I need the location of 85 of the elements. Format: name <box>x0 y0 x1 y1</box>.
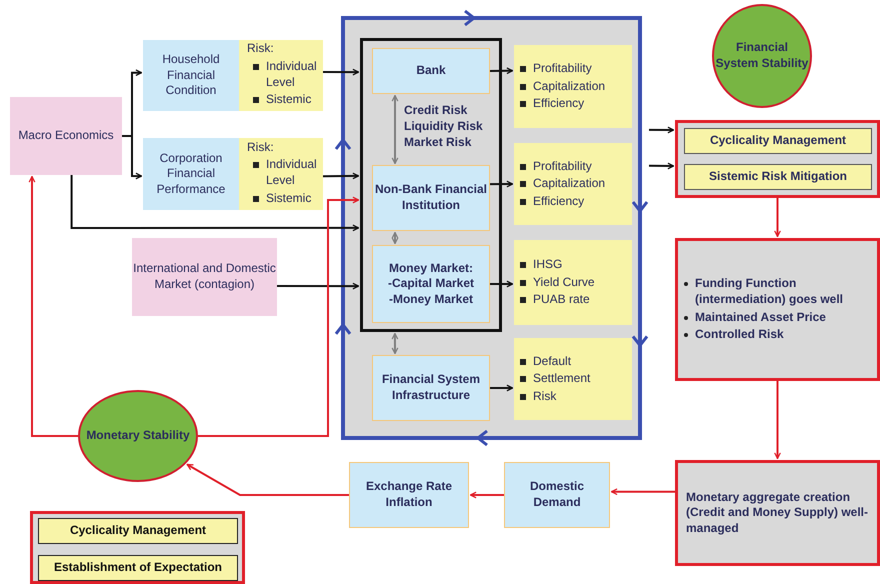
list-item: PUAB rate <box>533 292 590 308</box>
list-item: Individual Level <box>266 157 317 189</box>
process-box <box>372 165 490 231</box>
box-label: Non-Bank Financial Institution <box>374 182 488 214</box>
list-item: Funding Function (intermediation) goes well <box>695 276 844 308</box>
group-frame <box>30 511 245 584</box>
arrow <box>28 176 78 437</box>
note-box <box>239 40 323 111</box>
list-item: Capitalization <box>533 78 606 94</box>
process-box <box>372 48 490 94</box>
list-item: Yield Curve <box>533 274 595 290</box>
process-box <box>372 355 490 421</box>
process-box <box>143 40 239 111</box>
note-box <box>675 238 880 381</box>
list-item: Default <box>533 354 572 370</box>
box-label: Monetary aggregate creation (Credit and Money Supply) well-managed <box>686 490 869 536</box>
process-box <box>684 128 872 154</box>
list-item: Sistemic <box>266 92 312 108</box>
note-box <box>514 45 632 128</box>
process-box <box>349 462 469 528</box>
box-label: Corporation Financial Performance <box>156 150 226 198</box>
box-label: Exchange Rate Inflation <box>364 479 454 511</box>
arrow <box>392 94 398 164</box>
arrow <box>610 488 675 496</box>
arrow <box>323 68 360 76</box>
box-label: International and Domestic Market (contagion) <box>132 261 277 293</box>
list-item: Controlled Risk <box>695 327 784 343</box>
process-box <box>143 138 239 210</box>
arrow <box>649 162 674 170</box>
process-box <box>10 97 122 175</box>
arrow <box>649 126 674 134</box>
list-item: Maintained Asset Price <box>695 310 826 326</box>
arrow <box>186 464 349 496</box>
list-item: Individual Level <box>266 58 317 90</box>
note-box <box>514 143 632 225</box>
process-box <box>38 555 238 581</box>
arrow <box>774 198 781 238</box>
arrow <box>490 280 514 288</box>
box-label: Macro Economics <box>18 128 114 144</box>
arrow <box>490 384 514 392</box>
arrow <box>198 196 360 437</box>
group-frame <box>675 120 880 198</box>
note-box <box>514 338 632 420</box>
group-frame <box>360 38 502 332</box>
box-label: Establishment of Expectation <box>54 560 222 576</box>
arrow <box>774 381 781 460</box>
box-label: Risk: <box>247 41 274 57</box>
list-item: Capitalization <box>533 176 606 192</box>
list-item: Risk <box>533 388 556 404</box>
arrow <box>392 232 398 244</box>
box-label: Domestic Demand <box>528 479 586 511</box>
list-item: Efficiency <box>533 96 584 112</box>
process-box <box>372 245 490 323</box>
note-box <box>239 138 323 210</box>
list-item: Sistemic <box>266 190 312 206</box>
process-box <box>132 238 277 316</box>
arrow <box>392 332 398 354</box>
box-label: Cyclicality Management <box>70 523 206 539</box>
list-item: IHSG <box>533 257 562 273</box>
process-box <box>675 460 880 566</box>
arrow <box>323 172 360 180</box>
arrow <box>490 180 514 188</box>
list-item: Efficiency <box>533 194 584 210</box>
box-label: Cyclicality Management <box>710 133 846 149</box>
arrow <box>70 175 360 232</box>
box-label: Risk: <box>247 140 274 156</box>
process-box <box>504 462 610 528</box>
arrow <box>277 282 360 290</box>
box-label: Financial System Infrastructure <box>380 372 482 404</box>
note-box <box>514 240 632 325</box>
arrow <box>470 492 504 498</box>
box-label: Household Financial Condition <box>161 52 221 99</box>
process-box <box>684 164 872 190</box>
box-label: Bank <box>416 63 446 79</box>
arrow <box>490 67 514 74</box>
box-label: Financial System Stability <box>714 40 810 72</box>
box-label: Sistemic Risk Mitigation <box>708 169 848 185</box>
list-item: Profitability <box>533 158 592 174</box>
process-box <box>38 518 238 544</box>
list-item: Profitability <box>533 61 592 77</box>
box-label: -Capital Market <box>388 276 474 292</box>
box-label: Monetary Stability <box>86 428 190 444</box>
box-label: -Money Market <box>388 292 474 308</box>
list-item: Settlement <box>533 371 590 387</box>
box-label: Money Market: <box>388 260 474 276</box>
